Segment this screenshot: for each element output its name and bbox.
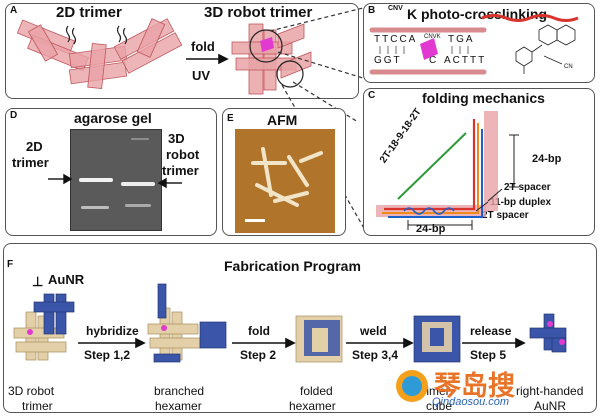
carbazole-structure bbox=[515, 24, 576, 74]
panel-f: F Fabrication Program ⊥ AuNR hybridize S… bbox=[3, 243, 597, 413]
panel-e-title: AFM bbox=[267, 112, 298, 128]
panel-f-title: Fabrication Program bbox=[224, 258, 361, 274]
watermark: 琴岛搜 Qindaosou.com bbox=[388, 362, 600, 416]
aunr-label: AuNR bbox=[48, 272, 85, 287]
panel-c: C folding mechanics 2T-18-9-18-2T 24-bp … bbox=[363, 88, 595, 236]
afm-scale-bar bbox=[245, 219, 265, 222]
step4-top-label: release bbox=[470, 324, 512, 338]
seq-bottom-right: ACTTT bbox=[444, 55, 487, 66]
panel-b-graphic bbox=[369, 14, 579, 75]
panel-d-letter: D bbox=[10, 110, 18, 121]
watermark-text-cn: 琴岛搜 bbox=[434, 371, 515, 401]
gel-image bbox=[70, 129, 162, 231]
duplex-label: 11-bp duplex bbox=[490, 197, 552, 208]
bp-right-label: 24-bp bbox=[532, 153, 562, 165]
panel-b-letter: B bbox=[368, 5, 376, 16]
seq-bottom-left: GGT bbox=[374, 55, 402, 66]
spacer-label-1: 2T spacer bbox=[504, 182, 551, 193]
cn-label: CN bbox=[564, 64, 573, 70]
panel-c-graphic bbox=[376, 111, 519, 230]
gel-left-label-1: 2D bbox=[26, 139, 43, 154]
gel-band-3d-top bbox=[131, 138, 149, 140]
strand-orange bbox=[382, 123, 479, 214]
magenta-crosslink-marker bbox=[260, 37, 274, 52]
step3-top-label: weld bbox=[360, 324, 387, 338]
step-arrows bbox=[78, 337, 526, 349]
step1-bottom-label: Step 1,2 bbox=[84, 348, 131, 362]
watermark-url: Qindaosou.com bbox=[432, 396, 510, 408]
stage-branched-hexamer bbox=[147, 283, 227, 363]
gel-left-label-2: trimer bbox=[12, 155, 49, 170]
seq-top-left: TTCCA bbox=[374, 34, 418, 45]
stage-label-aunr-1: right-handed bbox=[516, 384, 584, 398]
panel-a-letter: A bbox=[10, 5, 18, 16]
aunr-tile bbox=[33, 293, 75, 335]
panel-c-title: folding mechanics bbox=[422, 90, 545, 106]
panel-b: B CNV K photo-crosslinking TTCCA CNVK TG… bbox=[363, 3, 595, 83]
gel-band-3d-lower bbox=[125, 204, 151, 207]
afm-structure bbox=[245, 147, 323, 222]
strand-green bbox=[397, 132, 467, 200]
gel-band-3d-upper bbox=[121, 182, 155, 186]
panel-b-title-superscript: CNV bbox=[388, 5, 403, 12]
bp-bottom-label: 24-bp bbox=[416, 223, 446, 235]
panel-e: E AFM bbox=[222, 108, 346, 236]
panel-a-graphic bbox=[16, 18, 312, 95]
panel-d-arrows bbox=[48, 173, 182, 189]
panel-c-letter: C bbox=[368, 90, 376, 101]
panel-a: A 2D trimer 3D robot trimer fold UV bbox=[5, 3, 359, 99]
uv-arrow-label: UV bbox=[192, 68, 211, 83]
panel-f-letter: F bbox=[7, 259, 14, 270]
spacer-label-2: 2T spacer bbox=[482, 210, 529, 221]
panel-e-letter: E bbox=[227, 113, 234, 124]
stage-label-cube-2: cube bbox=[426, 399, 453, 413]
gel-band-2d-lower bbox=[81, 206, 109, 209]
step2-bottom-label: Step 2 bbox=[240, 348, 277, 362]
gel-right-label-2: robot bbox=[166, 147, 200, 162]
panel-d-title: agarose gel bbox=[74, 110, 152, 126]
gel-right-label-1: 3D bbox=[168, 131, 185, 146]
stage-label-aunr-2: AuNR bbox=[534, 399, 567, 413]
strand-blue bbox=[388, 129, 483, 218]
fold-arrow bbox=[186, 53, 229, 65]
stage-label-branched-2: hexamer bbox=[155, 399, 202, 413]
zoom-circle-b bbox=[249, 29, 283, 63]
gel-right-label-3: trimer bbox=[162, 163, 199, 178]
panel-b-title: K photo-crosslinking bbox=[407, 6, 547, 22]
panel-a-title-2d: 2D trimer bbox=[56, 4, 122, 21]
stage-label-branched-1: branched bbox=[154, 384, 205, 398]
panel-f-graphic bbox=[13, 283, 567, 363]
watermark-logo-icon bbox=[396, 370, 428, 402]
stage-label-folded-2: hexamer bbox=[289, 399, 336, 413]
stage-right-handed-aunr bbox=[529, 313, 567, 353]
strand-red bbox=[384, 119, 476, 211]
seq-label-cnvk: CNVK bbox=[424, 34, 441, 40]
stage-label-robot-trimer-2: trimer bbox=[22, 399, 53, 413]
stage-folded-hexamer bbox=[295, 315, 343, 363]
stage-label-folded-1: folded bbox=[300, 384, 333, 398]
panel-d: D agarose gel 2D trimer 3D robot trimer bbox=[5, 108, 217, 236]
stage-label-robot-trimer-1: 3D robot bbox=[8, 384, 55, 398]
seq-mid: C bbox=[429, 55, 437, 66]
step1-top-label: hybridize bbox=[86, 324, 139, 338]
2d-trimer-tiles bbox=[16, 18, 183, 90]
crosslink-glow bbox=[420, 38, 438, 60]
fold-arrow-label: fold bbox=[191, 39, 215, 54]
aunr-icon: ⊥ bbox=[32, 274, 44, 289]
seq-top-right: TGA bbox=[448, 34, 475, 45]
afm-image bbox=[235, 129, 335, 233]
step4-bottom-label: Step 5 bbox=[470, 348, 507, 362]
stage-robot-trimer bbox=[13, 311, 67, 361]
gel-band-2d-upper bbox=[79, 178, 113, 182]
step2-top-label: fold bbox=[248, 324, 270, 338]
stage-trimer-cube bbox=[413, 315, 461, 363]
step3-bottom-label: Step 3,4 bbox=[352, 348, 399, 362]
2d-trimer-linkers bbox=[65, 25, 128, 45]
